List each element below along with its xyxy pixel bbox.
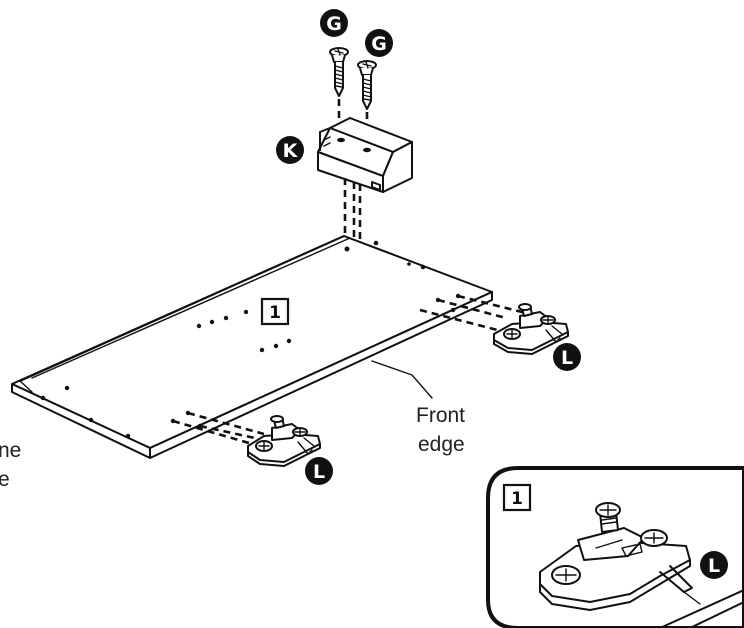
callout-l-right: L: [553, 343, 581, 371]
svg-text:L: L: [313, 461, 325, 483]
inset-detail: 1: [486, 466, 744, 628]
front-edge-leader: [371, 360, 433, 399]
svg-text:L: L: [708, 555, 720, 577]
front-edge-label-line2: edge: [418, 433, 465, 456]
svg-text:1: 1: [269, 303, 281, 323]
svg-text:G: G: [371, 33, 387, 55]
callout-g-right: G: [365, 29, 393, 57]
clipped-text-line1: ne: [0, 439, 21, 462]
part-number-label: 1: [260, 297, 290, 326]
svg-text:G: G: [326, 13, 342, 35]
screw-g-right: [357, 60, 377, 110]
panel-holes: [40, 240, 461, 439]
svg-text:K: K: [283, 140, 299, 162]
callout-l-inset: L: [700, 551, 728, 579]
front-edge-label-line1: Front: [416, 404, 465, 427]
svg-text:L: L: [561, 347, 573, 369]
callout-g-left: G: [320, 9, 348, 37]
callout-l-left: L: [305, 457, 333, 485]
clipped-text-line2: e: [0, 468, 10, 491]
bracket-k: [317, 117, 413, 193]
hinge-plate-left: [247, 415, 321, 467]
callout-k: K: [276, 136, 304, 164]
panel-1: [11, 235, 493, 459]
svg-text:1: 1: [511, 489, 523, 509]
hinge-plate-right: [493, 303, 569, 355]
screw-g-left: [329, 47, 349, 97]
